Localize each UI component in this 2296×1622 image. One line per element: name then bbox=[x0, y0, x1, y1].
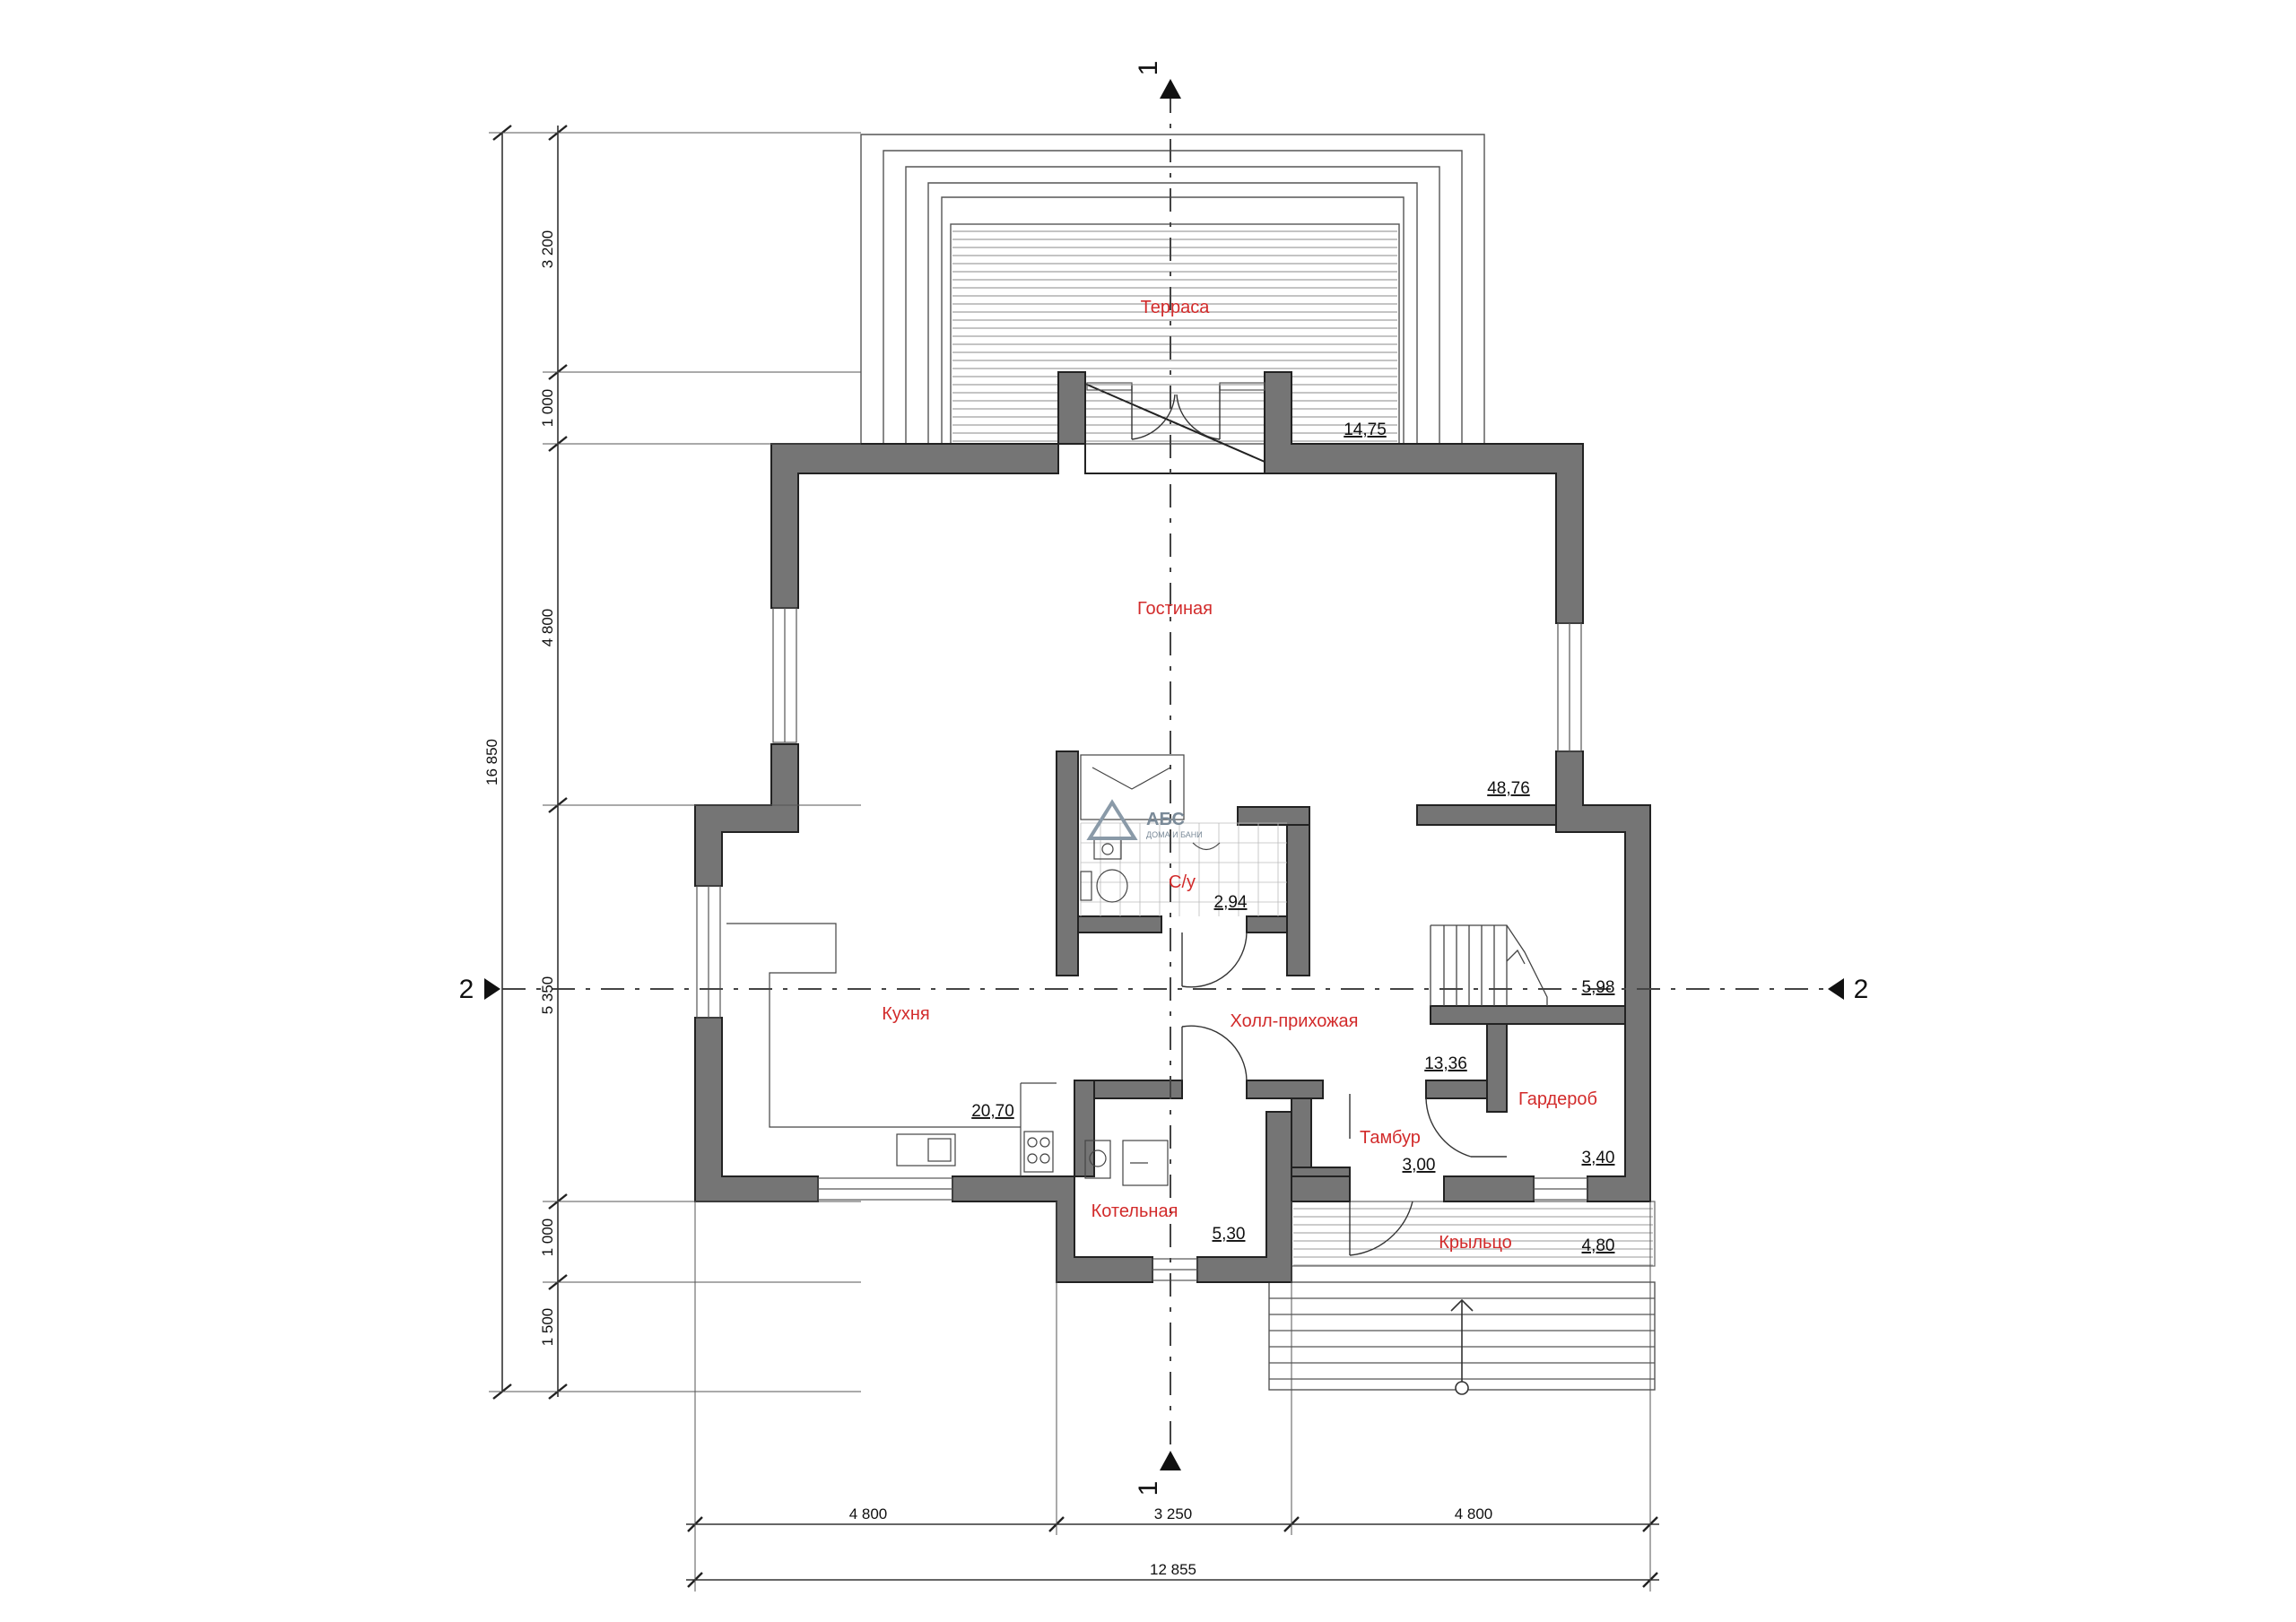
doors bbox=[1131, 386, 1507, 1256]
dim-v-5350: 5 350 bbox=[539, 976, 556, 1015]
dim-v-4800: 4 800 bbox=[539, 609, 556, 647]
dim-h-total: 12 855 bbox=[1150, 1561, 1196, 1578]
section-marker-1-bottom: 1 bbox=[1134, 1451, 1181, 1496]
room-terrace-area: 14,75 bbox=[1344, 421, 1387, 439]
porch-outline bbox=[1268, 1201, 1656, 1395]
dimension-lines-vertical bbox=[489, 125, 861, 1400]
room-living-name: Гостиная bbox=[1137, 599, 1213, 619]
kitchen-counter bbox=[726, 923, 1057, 1176]
room-wardrobe-area: 3,40 bbox=[1582, 1149, 1615, 1167]
room-wardrobe-name: Гардероб bbox=[1518, 1089, 1597, 1109]
room-porch-name: Крыльцо bbox=[1439, 1233, 1512, 1253]
terrace-outline bbox=[860, 134, 1485, 445]
windows bbox=[696, 382, 1588, 1281]
section-marker-1-top: 1 bbox=[1134, 61, 1181, 99]
dim-h-4800-right: 4 800 bbox=[1455, 1505, 1493, 1522]
room-stair-area: 5,98 bbox=[1582, 978, 1615, 997]
dim-v-1000-bottom: 1 000 bbox=[539, 1219, 556, 1257]
logo-sub-text: ДОМА И БАНИ bbox=[1146, 830, 1203, 839]
section-2-label-right: 2 bbox=[1854, 975, 1869, 1004]
dimension-lines-horizontal bbox=[686, 1201, 1659, 1592]
section-1-label-bottom: 1 bbox=[1134, 1481, 1163, 1496]
room-vestibule-area: 3,00 bbox=[1403, 1156, 1436, 1175]
section-marker-2-right: 2 bbox=[1828, 975, 1868, 1004]
room-boiler-name: Котельная bbox=[1091, 1201, 1178, 1221]
room-boiler-area: 5,30 bbox=[1213, 1225, 1246, 1244]
room-terrace-name: Терраса bbox=[1141, 298, 1211, 317]
room-kitchen-area: 20,70 bbox=[971, 1102, 1014, 1121]
room-living-area: 48,76 bbox=[1487, 779, 1530, 798]
room-bathroom-name: С/у bbox=[1169, 872, 1196, 892]
room-hall-area: 13,36 bbox=[1424, 1054, 1467, 1073]
dim-h-4800-left: 4 800 bbox=[849, 1505, 888, 1522]
room-kitchen-name: Кухня bbox=[882, 1004, 930, 1024]
logo: АБС ДОМА И БАНИ bbox=[1086, 799, 1203, 840]
dim-v-1500: 1 500 bbox=[539, 1308, 556, 1347]
dim-v-1000-top: 1 000 bbox=[539, 389, 556, 428]
room-hall-name: Холл-прихожая bbox=[1231, 1011, 1359, 1031]
room-porch-area: 4,80 bbox=[1582, 1236, 1615, 1255]
section-marker-2-left: 2 bbox=[459, 975, 500, 1004]
dim-h-3250: 3 250 bbox=[1154, 1505, 1193, 1522]
dim-v-3200: 3 200 bbox=[539, 230, 556, 269]
logo-main-text: АБС bbox=[1146, 810, 1185, 829]
interior-walls bbox=[1056, 750, 1626, 1177]
section-2-label-left: 2 bbox=[459, 975, 474, 1004]
exterior-walls bbox=[694, 371, 1651, 1283]
boiler-fixtures bbox=[1084, 1140, 1169, 1186]
stairs bbox=[1430, 924, 1548, 1006]
room-bathroom-area: 2,94 bbox=[1214, 893, 1248, 912]
room-vestibule-name: Тамбур bbox=[1360, 1128, 1421, 1148]
dim-v-total: 16 850 bbox=[483, 739, 500, 785]
section-1-label-top: 1 bbox=[1134, 61, 1163, 76]
